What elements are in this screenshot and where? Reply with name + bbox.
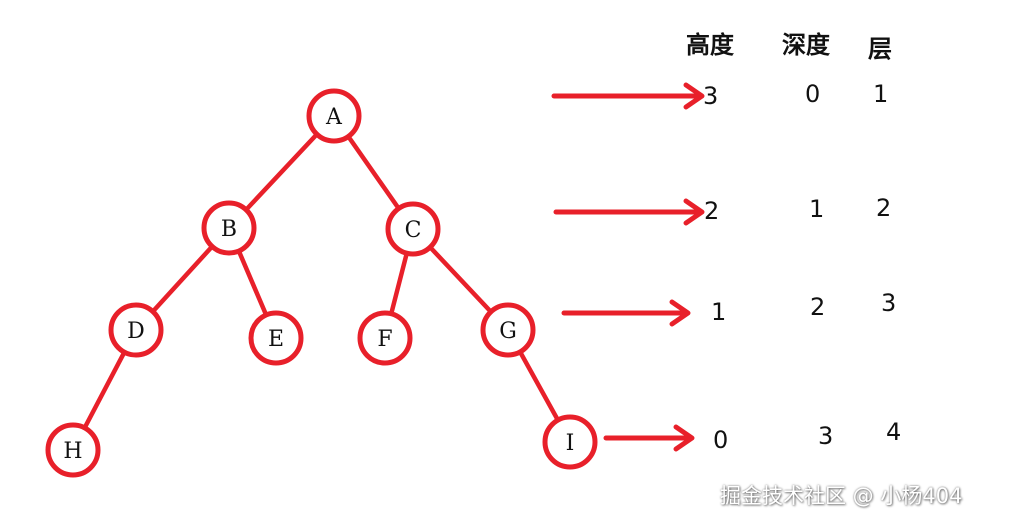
level-value: 1 <box>873 80 888 108</box>
node-label: H <box>63 439 82 464</box>
height-value: 1 <box>711 298 726 326</box>
node-label: B <box>221 217 237 242</box>
tree-nodes: A B C D E F G H I <box>45 88 598 478</box>
node-circle <box>542 414 598 470</box>
arrow-head-icon <box>683 198 705 226</box>
level-value: 3 <box>881 289 896 317</box>
node-label: D <box>127 319 145 344</box>
node-circle <box>45 422 101 478</box>
node-label: I <box>566 431 575 456</box>
node-circle <box>248 310 304 366</box>
tree-node-g: G <box>480 302 536 358</box>
node-label: A <box>325 105 343 130</box>
tree-node-b: B <box>201 200 257 256</box>
height-value: 0 <box>713 426 728 454</box>
arrow-3 <box>561 299 691 327</box>
tree-node-c: C <box>385 201 441 257</box>
node-circle <box>385 201 441 257</box>
arrow-head-icon <box>673 424 695 452</box>
arrow-head-icon <box>683 82 705 110</box>
node-label: E <box>268 327 284 352</box>
tree-edges <box>70 113 573 453</box>
tree-node-d: D <box>108 302 164 358</box>
node-label: C <box>405 218 422 243</box>
height-value: 2 <box>704 197 719 225</box>
node-circle <box>357 310 413 366</box>
tree-node-i: I <box>542 414 598 470</box>
level-arrows <box>551 82 705 452</box>
depth-value: 3 <box>818 422 833 450</box>
tree-node-a: A <box>306 88 362 144</box>
arrow-2 <box>553 198 705 226</box>
tree-node-h: H <box>45 422 101 478</box>
node-circle <box>480 302 536 358</box>
arrow-1 <box>551 82 705 110</box>
node-label: G <box>499 319 517 344</box>
node-circle <box>306 88 362 144</box>
column-headers: 高度 深度 层 <box>686 31 892 63</box>
values-table: 3 0 1 2 1 2 1 2 3 0 3 4 <box>703 80 901 454</box>
arrow-head-icon <box>669 299 691 327</box>
header-depth: 深度 <box>782 31 831 59</box>
node-label: F <box>377 327 392 352</box>
depth-value: 1 <box>809 195 824 223</box>
node-circle <box>201 200 257 256</box>
header-height: 高度 <box>686 31 735 59</box>
level-value: 2 <box>876 194 891 222</box>
height-value: 3 <box>703 82 718 110</box>
depth-value: 2 <box>810 293 825 321</box>
tree-node-e: E <box>248 310 304 366</box>
depth-value: 0 <box>805 80 820 108</box>
header-level: 层 <box>868 35 892 63</box>
arrow-4 <box>603 424 695 452</box>
level-value: 4 <box>886 418 901 446</box>
watermark: 掘金技术社区 @ 小杨404 <box>720 484 963 508</box>
tree-node-f: F <box>357 310 413 366</box>
node-circle <box>108 302 164 358</box>
